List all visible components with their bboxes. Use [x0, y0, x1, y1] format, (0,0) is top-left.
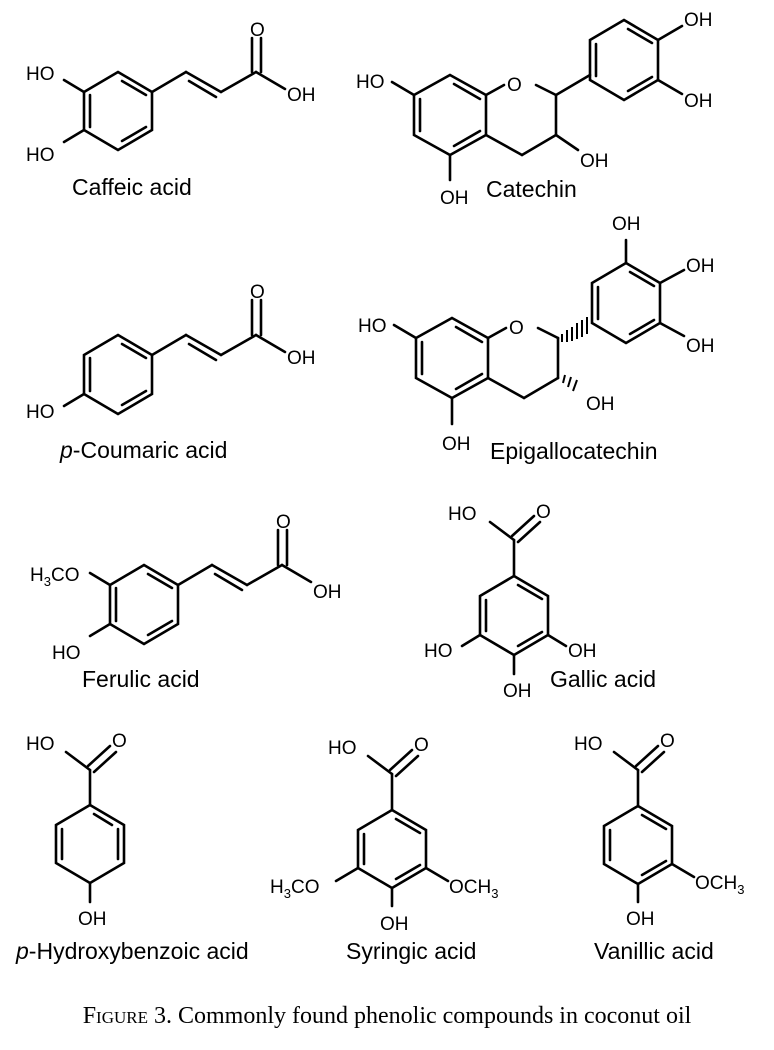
atom-label: O — [509, 318, 524, 339]
atom-label: OH — [380, 914, 409, 935]
p-coumaric-acid-structure: O OH HO — [26, 282, 316, 423]
p-coumaric-acid-name: p-Coumaric acid — [60, 437, 227, 464]
atom-label: H3CO — [270, 877, 319, 901]
atom-label: HO — [26, 402, 55, 423]
atom-label: OH — [568, 641, 597, 662]
atom-label: HO — [356, 72, 385, 93]
vanillic-acid-name: Vanillic acid — [594, 938, 714, 964]
catechin-name: Catechin — [486, 176, 577, 202]
gallic-acid-name: Gallic acid — [550, 666, 657, 692]
atom-label: HO — [328, 738, 357, 759]
ferulic-acid-name: Ferulic acid — [82, 666, 200, 692]
atom-label: OH — [580, 151, 609, 172]
caption-text: Commonly found phenolic compounds in coc… — [178, 1003, 692, 1029]
caption-label: Figure — [82, 1003, 148, 1029]
atom-label: HO — [574, 734, 603, 755]
atom-label: OCH3 — [449, 877, 498, 901]
syringic-acid-name: Syringic acid — [346, 938, 477, 964]
name-prefix: p — [60, 437, 73, 463]
vanillic-acid-structure: HO O OCH3 OH — [574, 731, 744, 930]
atom-label: O — [276, 512, 291, 533]
name-main: -Hydroxybenzoic acid — [28, 938, 249, 964]
atom-label: HO — [26, 64, 55, 85]
atom-label: O — [660, 731, 675, 752]
atom-label: OH — [442, 434, 471, 455]
gallic-acid-structure: HO O HO OH OH — [424, 502, 597, 702]
caffeic-acid-name: Caffeic acid — [72, 174, 192, 200]
atom-label: OH — [686, 336, 715, 357]
name-main: -Coumaric acid — [72, 437, 228, 463]
p-hydroxybenzoic-acid-name: p-Hydroxybenzoic acid — [16, 938, 249, 965]
atom-label: HO — [448, 504, 477, 525]
epigallocatechin-name: Epigallocatechin — [490, 438, 658, 464]
atom-label: HO — [424, 641, 453, 662]
atom-label: OH — [287, 85, 316, 106]
syringic-acid-structure: HO O H3CO OCH3 OH — [270, 735, 498, 935]
atom-label: OH — [684, 10, 713, 31]
catechin-structure: O HO OH OH OH OH — [356, 10, 713, 209]
name-prefix: p — [16, 938, 29, 964]
atom-label: O — [112, 731, 127, 752]
atom-label: OCH3 — [695, 873, 744, 897]
atom-label: O — [250, 20, 265, 41]
atom-label: OH — [503, 681, 532, 702]
atom-label: HO — [26, 145, 55, 166]
atom-label: OH — [612, 214, 641, 235]
p-hydroxybenzoic-acid-structure: HO O OH — [26, 731, 127, 930]
atom-label: OH — [686, 256, 715, 277]
ferulic-acid-structure: O OH H3CO HO — [30, 512, 342, 664]
atom-label: O — [536, 502, 551, 523]
atom-label: OH — [440, 188, 469, 209]
atom-label: OH — [313, 582, 342, 603]
atom-label: HO — [358, 316, 387, 337]
atom-label: O — [250, 282, 265, 303]
atom-label: O — [507, 75, 522, 96]
epigallocatechin-structure: O HO OH OH OH OH OH — [358, 214, 715, 455]
atom-label: HO — [26, 734, 55, 755]
atom-label: OH — [626, 909, 655, 930]
figure-caption: Figure 3. Commonly found phenolic compou… — [0, 1003, 774, 1030]
atom-label: OH — [78, 909, 107, 930]
caption-number: 3. — [154, 1003, 172, 1029]
atom-label: OH — [684, 91, 713, 112]
atom-label: OH — [287, 348, 316, 369]
caffeic-acid-structure: O OH HO HO — [26, 20, 316, 166]
atom-label: OH — [586, 394, 615, 415]
atom-label: O — [414, 735, 429, 756]
atom-label: H3CO — [30, 565, 79, 589]
atom-label: HO — [52, 643, 81, 664]
